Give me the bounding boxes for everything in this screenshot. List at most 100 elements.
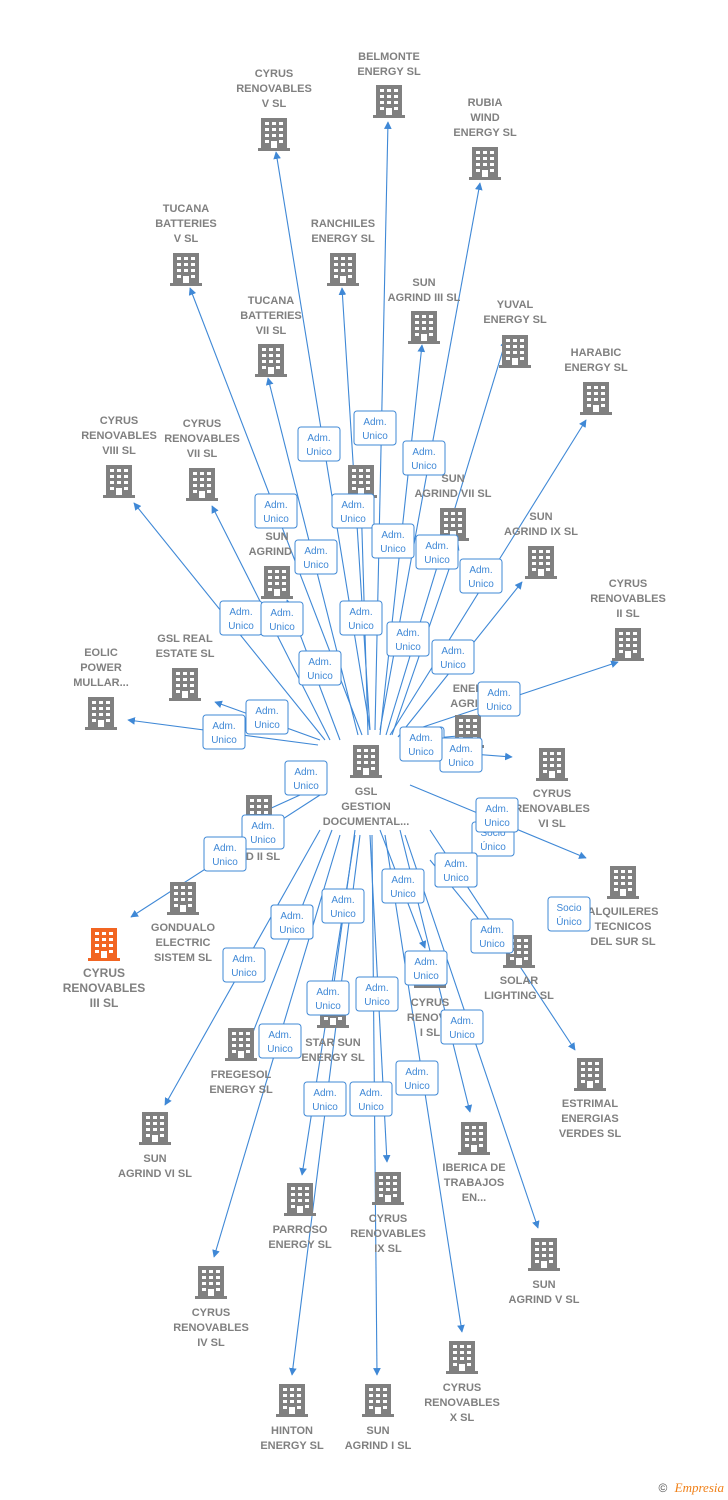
role-badge[interactable]: Adm.Unico (386, 621, 430, 657)
role-badge[interactable]: Adm.Unico (434, 852, 478, 888)
role-badge[interactable]: Adm.Unico (203, 836, 247, 872)
badge-text: Adm. (396, 628, 419, 639)
role-badge[interactable]: Adm.Unico (459, 558, 503, 594)
node-label: BATTERIES (240, 310, 302, 322)
node-label: TUCANA (248, 295, 294, 307)
role-badge[interactable]: Adm.Unico (402, 440, 446, 476)
node-label: LIGHTING SL (484, 990, 554, 1002)
role-badge[interactable]: Adm.Unico (258, 1023, 302, 1059)
brand-logo[interactable]: Empresia (674, 1480, 724, 1495)
role-badge[interactable]: Adm.Unico (399, 726, 443, 762)
badge-text: Adm. (349, 607, 372, 618)
role-badge[interactable]: Adm.Unico (477, 681, 521, 717)
role-badge[interactable]: Adm.Unico (415, 534, 459, 570)
role-badge[interactable]: Adm.Unico (439, 737, 483, 773)
node-label: ENERGY SL (268, 1239, 332, 1251)
role-badge[interactable]: Adm.Unico (440, 1009, 484, 1045)
badge-text: Adm. (363, 417, 386, 428)
role-badge[interactable]: Adm.Unico (284, 760, 328, 796)
node-agrind2[interactable]: ND II SL (238, 795, 280, 863)
role-badge[interactable]: Adm.Unico (371, 523, 415, 559)
node-label: RENOVABLES (63, 981, 145, 995)
badge-box (203, 836, 247, 872)
node-label: HARABIC (571, 347, 622, 359)
role-badge[interactable]: Adm.Unico (270, 904, 314, 940)
role-badge[interactable]: Adm.Unico (331, 493, 375, 529)
role-badge[interactable]: Adm.Unico (241, 814, 285, 850)
role-badge[interactable]: Adm.Unico (298, 650, 342, 686)
role-badge[interactable]: Adm.Unico (355, 976, 399, 1012)
role-badge[interactable]: Adm.Unico (303, 1081, 347, 1117)
role-badge[interactable]: Adm.Unico (353, 410, 397, 446)
badge-text: Adm. (412, 447, 435, 458)
role-badge[interactable]: Adm.Unico (404, 950, 448, 986)
role-badge[interactable]: Adm.Unico (349, 1081, 393, 1117)
badge-box (284, 760, 328, 796)
role-badge[interactable]: Adm.Unico (297, 426, 341, 462)
role-badge[interactable]: Adm.Unico (245, 699, 289, 735)
badge-text: Adm. (425, 541, 448, 552)
role-badge[interactable]: Adm.Unico (321, 888, 365, 924)
node-label: AGRIND V SL (509, 1294, 580, 1306)
role-badge[interactable]: Adm.Unico (222, 947, 266, 983)
node-gsl[interactable]: GSLGESTIONDOCUMENTAL... (323, 745, 410, 828)
node-agrind5[interactable]: SUN AGRIND V SL (509, 1238, 580, 1306)
badge-box (381, 868, 425, 904)
role-badge[interactable]: Adm.Unico (475, 797, 519, 833)
badge-text: Unico (307, 671, 333, 682)
role-badge[interactable]: Adm.Unico (254, 493, 298, 529)
building-icon (469, 147, 501, 180)
role-badge[interactable]: Adm.Unico (381, 868, 425, 904)
node-label: IV SL (197, 1337, 225, 1349)
role-badge[interactable]: Adm.Unico (470, 918, 514, 954)
badge-box (470, 918, 514, 954)
badge-text: Adm. (365, 983, 388, 994)
role-badge[interactable]: Adm.Unico (306, 980, 350, 1016)
node-iberica[interactable]: IBERICA DETRABAJOSEN... (442, 1122, 506, 1204)
badge-text: Adm. (251, 821, 274, 832)
role-badge[interactable]: Adm.Unico (260, 601, 304, 637)
node-label: BELMONTE (358, 51, 420, 63)
node-label: SUN (532, 1279, 555, 1291)
role-badge[interactable]: Adm.Unico (294, 539, 338, 575)
role-badge[interactable]: Adm.Unico (219, 600, 263, 636)
role-badge[interactable]: Adm.Unico (202, 714, 246, 750)
role-badge[interactable]: Adm.Unico (339, 600, 383, 636)
role-badge[interactable]: Adm.Unico (395, 1060, 439, 1096)
node-eolic[interactable]: EOLICPOWERMULLAR... (73, 647, 129, 730)
role-badge[interactable]: Adm.Unico (431, 639, 475, 675)
